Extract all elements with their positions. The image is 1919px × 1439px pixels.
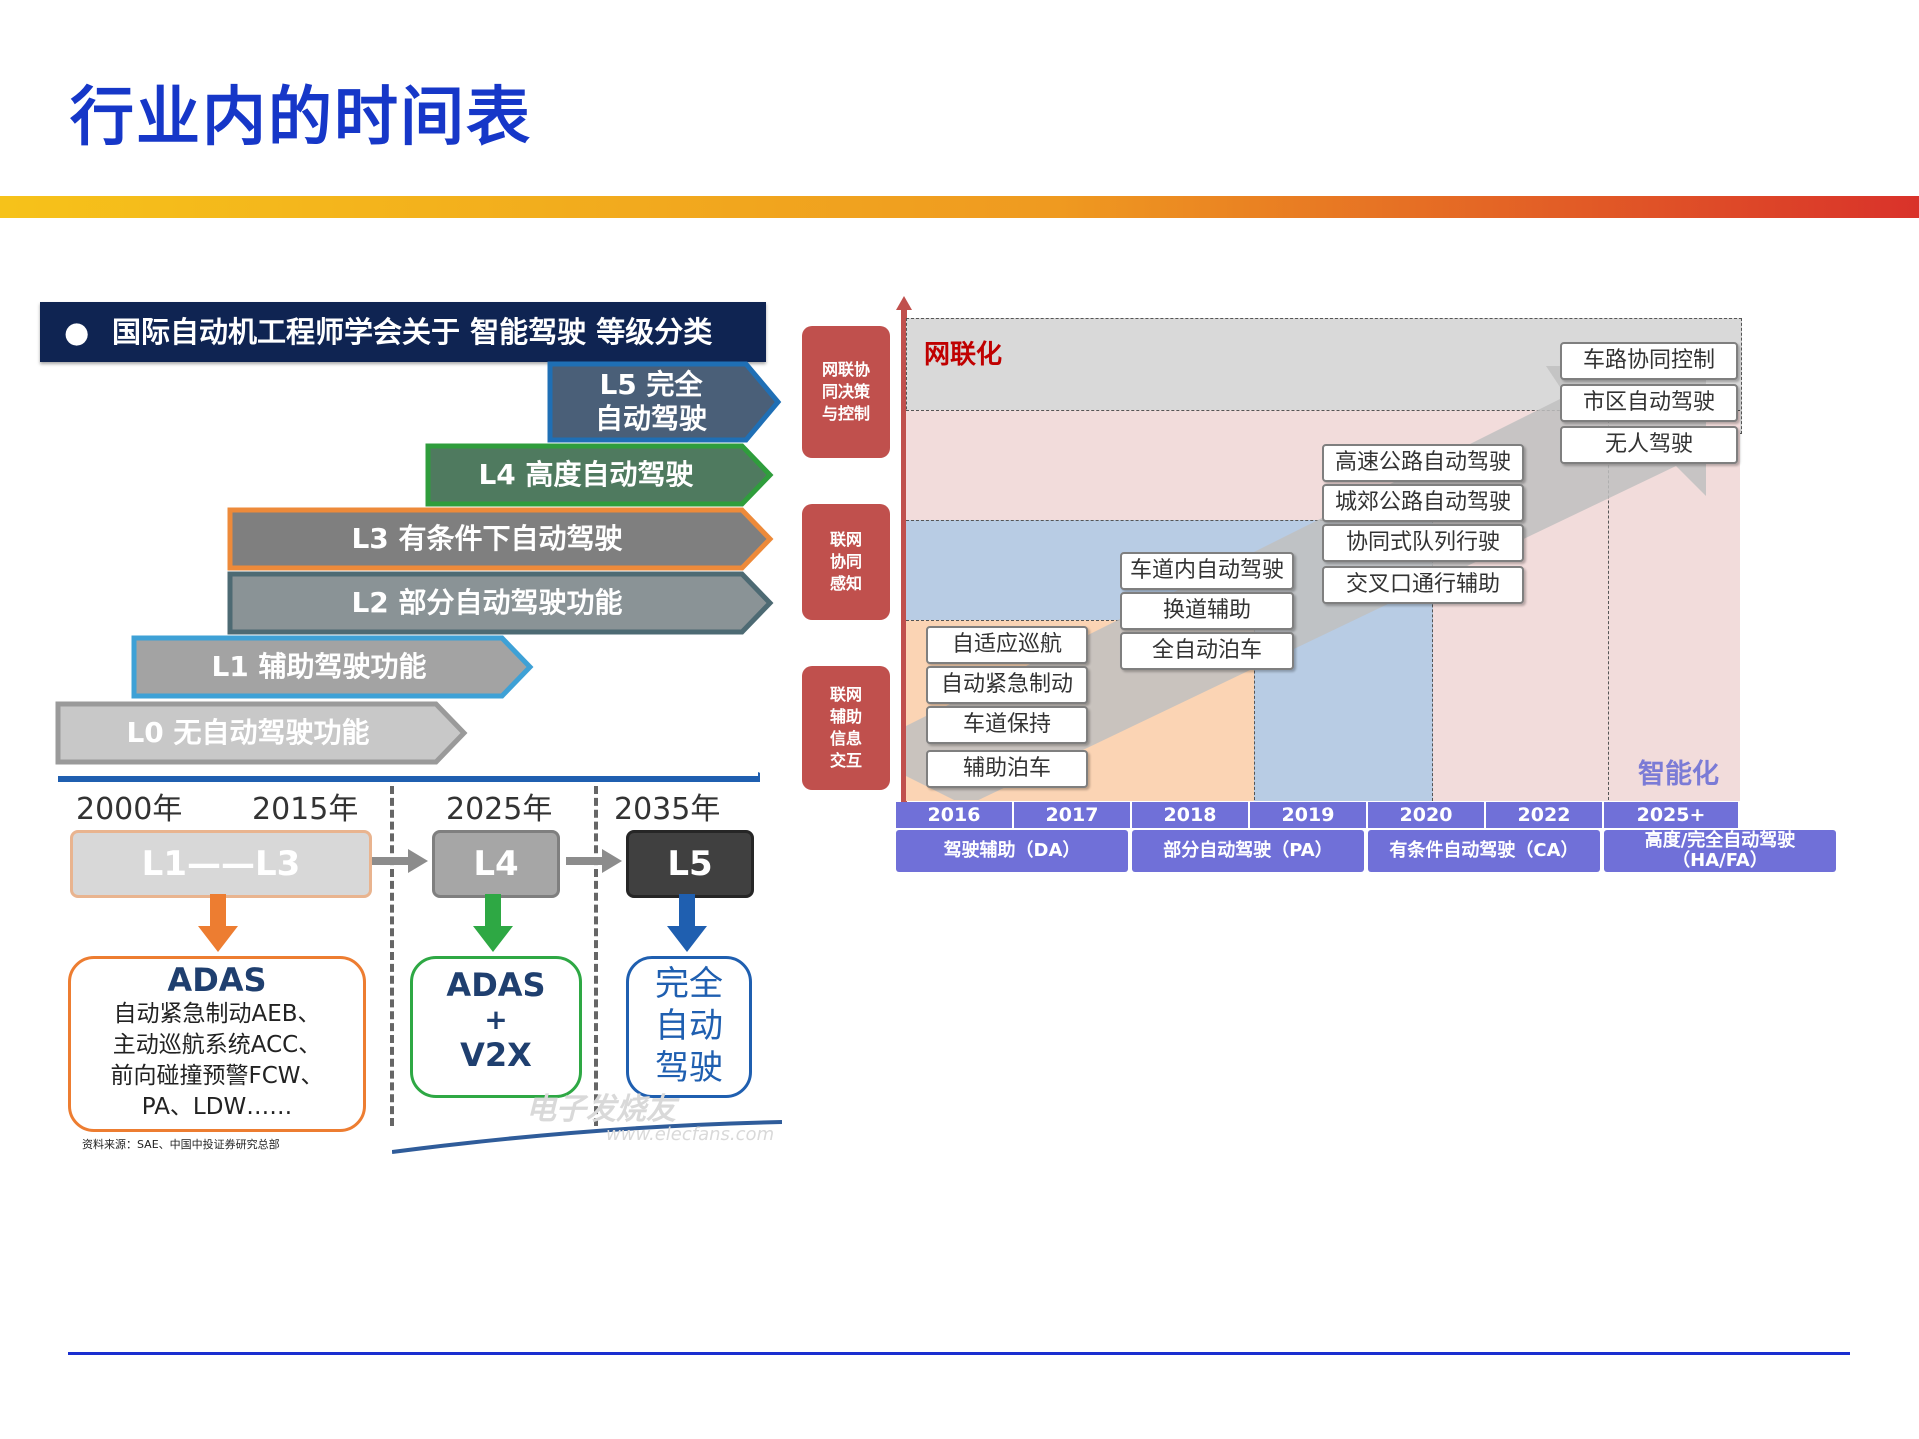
sae-levels-figure: ● 国际自动机工程师学会关于 智能驾驶 等级分类 L5 完全 自动驾驶 L4 高… [36, 296, 804, 1160]
level-arrow-l0: L0 无自动驾驶功能 [55, 701, 468, 765]
roadmap-figure: 网联协 同决策 与控制 联网 协同 感知 联网 辅助 信息 交互 网联化 智能化… [802, 296, 1836, 876]
side-label-collab-perception: 联网 协同 感知 [802, 504, 890, 620]
sae-header-banner: ● 国际自动机工程师学会关于 智能驾驶 等级分类 [40, 302, 766, 362]
divider-dashed [390, 786, 394, 1126]
source-note: 资料来源：SAE、中国中投证券研究总部 [82, 1138, 280, 1151]
year-2035: 2035年 [614, 792, 721, 827]
level-label-l4: L4 高度自动驾驶 [478, 458, 694, 491]
zone-divider [1608, 410, 1609, 800]
side-label-info-interaction: 联网 辅助 信息 交互 [802, 666, 890, 790]
decorative-swoosh [392, 1120, 782, 1154]
adas-feature: 自动紧急制动AEB、 [113, 1001, 321, 1027]
adas-v2x-box: ADAS + V2X [410, 956, 582, 1098]
year-cell: 2025+ [1604, 802, 1738, 828]
feature-box: 换道辅助 [1120, 592, 1294, 630]
year-cell: 2019 [1250, 802, 1366, 828]
sae-header-text: 国际自动机工程师学会关于 智能驾驶 等级分类 [112, 315, 713, 349]
level-arrow-l1: L1 辅助驾驶功能 [131, 635, 534, 699]
feature-box: 城郊公路自动驾驶 [1322, 484, 1524, 522]
timeline-axis-arrow [58, 772, 760, 782]
adas-box: ADAS 自动紧急制动AEB、 主动巡航系统ACC、 前向碰撞预警FCW、 PA… [68, 956, 366, 1132]
title-accent-bar [0, 196, 1919, 218]
feature-box: 车道保持 [926, 706, 1088, 744]
bullet-icon: ● [64, 315, 90, 349]
label-networked: 网联化 [924, 340, 1003, 370]
adas-feature: 主动巡航系统ACC、 [112, 1032, 322, 1058]
feature-box: 高速公路自动驾驶 [1322, 444, 1524, 482]
footer-line [68, 1352, 1850, 1355]
level-label-l3: L3 有条件下自动驾驶 [351, 522, 623, 555]
feature-box: 交叉口通行辅助 [1322, 566, 1524, 604]
full-auto-box: 完全 自动 驾驶 [626, 956, 752, 1098]
level-label-l5: L5 完全 自动驾驶 [594, 368, 707, 435]
feature-box: 协同式队列行驶 [1322, 524, 1524, 562]
feature-box: 车路协同控制 [1560, 342, 1738, 380]
full-line1: 完全 [655, 964, 723, 1004]
feature-box: 辅助泊车 [926, 750, 1088, 788]
divider-dashed [594, 786, 598, 1126]
feature-box: 全自动泊车 [1120, 632, 1294, 670]
year-2025: 2025年 [446, 792, 553, 827]
page-title: 行业内的时间表 [70, 81, 532, 155]
full-line2: 自动 [655, 1006, 723, 1046]
level-arrow-l4: L4 高度自动驾驶 [425, 443, 774, 507]
feature-box: 自动紧急制动 [926, 666, 1088, 704]
arrow-right-icon [372, 849, 428, 873]
watermark: 电子发烧友 [526, 1092, 676, 1127]
year-cell: 2017 [1014, 802, 1130, 828]
level-label-l1: L1 辅助驾驶功能 [211, 650, 427, 683]
label-intelligent: 智能化 [1638, 759, 1719, 790]
arrow-down-icon [198, 894, 238, 952]
stage-l4: L4 [432, 830, 560, 898]
arrow-down-icon [473, 894, 513, 952]
arrow-down-icon [667, 894, 707, 952]
feature-box: 车道内自动驾驶 [1120, 552, 1294, 590]
year-cell: 2022 [1486, 802, 1602, 828]
level-label-l0: L0 无自动驾驶功能 [126, 716, 370, 749]
v2x-line3: V2X [460, 1036, 532, 1074]
level-arrow-l3: L3 有条件下自动驾驶 [227, 507, 774, 571]
feature-box: 自适应巡航 [926, 626, 1088, 664]
stage-l5: L5 [626, 830, 754, 898]
year-2000: 2000年 [76, 792, 183, 827]
adas-feature: 前向碰撞预警FCW、 [110, 1063, 324, 1089]
level-arrow-l2: L2 部分自动驾驶功能 [227, 571, 774, 635]
adas-title: ADAS [167, 961, 267, 999]
category-pa: 部分自动驾驶（PA） [1132, 830, 1364, 872]
adas-feature: PA、LDW…… [141, 1094, 293, 1120]
watermark-url: www.elecfans.com [606, 1124, 775, 1145]
year-cell: 2018 [1132, 802, 1248, 828]
v2x-line1: ADAS [446, 966, 546, 1004]
feature-box: 无人驾驶 [1560, 426, 1738, 464]
year-cell: 2016 [896, 802, 1012, 828]
side-label-collab-control: 网联协 同决策 与控制 [802, 326, 890, 458]
level-arrow-l5: L5 完全 自动驾驶 [547, 361, 782, 443]
level-label-l2: L2 部分自动驾驶功能 [351, 586, 623, 619]
vertical-axis-arrow [896, 296, 912, 802]
stage-l1-l3: L1——L3 [70, 830, 372, 898]
full-line3: 驾驶 [655, 1048, 723, 1088]
zone-divider [1254, 620, 1433, 800]
category-ca: 有条件自动驾驶（CA） [1368, 830, 1600, 872]
arrow-right-icon [566, 849, 622, 873]
category-ha-fa: 高度/完全自动驾驶 （HA/FA） [1604, 830, 1836, 872]
year-cell: 2020 [1368, 802, 1484, 828]
feature-box: 市区自动驾驶 [1560, 384, 1738, 422]
category-da: 驾驶辅助（DA） [896, 830, 1128, 872]
year-2015: 2015年 [252, 792, 359, 827]
v2x-line2: + [484, 1003, 508, 1036]
